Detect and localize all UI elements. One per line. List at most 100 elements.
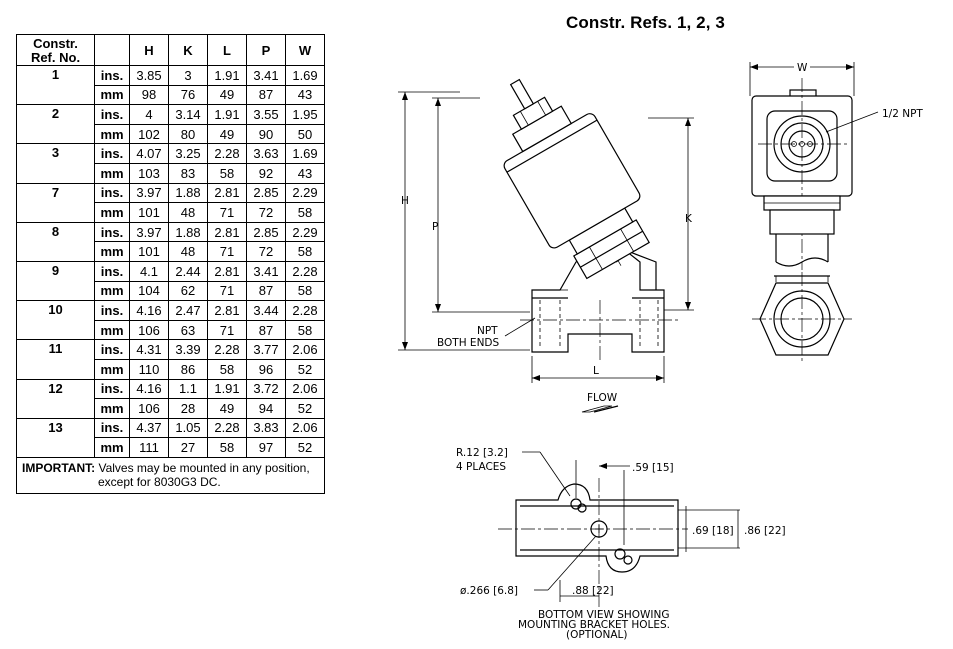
dimension-value: 2.28 [207,417,247,439]
header-h: H [129,34,169,66]
dimension-value: 2.28 [207,339,247,360]
radius-label: R.12 [3.2] [456,447,508,459]
header-constr-ref: Constr.Ref. No. [16,34,95,66]
dimension-value: 1.88 [168,182,208,204]
dim-59-label: .59 [15] [632,462,674,474]
half-npt-label: 1/2 NPT [882,108,923,120]
unit-label: mm [94,241,130,262]
dimension-value: 58 [207,162,247,184]
dimension-value: 90 [246,123,286,145]
dimension-value: 58 [285,241,325,262]
unit-label: ins. [94,65,130,86]
note-label: IMPORTANT: [22,460,96,475]
dimension-value: 2.29 [285,221,325,243]
dimension-value: 58 [285,280,325,302]
constr-ref-number: 12 [16,378,95,399]
unit-label: ins. [94,143,130,164]
unit-label: ins. [94,221,130,243]
side-view: H P K [398,78,694,413]
header-unit [94,34,130,66]
dimension-value: 83 [168,162,208,184]
dimension-value: 101 [129,241,169,262]
dimension-value: 1.91 [207,378,247,400]
table-header-row: Constr.Ref. No. H K L P W [16,34,325,66]
header-ref-line1: Constr. [33,36,78,51]
unit-label: ins. [94,104,130,125]
dimension-value: 3.41 [246,260,286,282]
bottom-view: .59 [15] .69 [18] .86 [22] R.12 [3.2] 4 … [456,447,786,641]
npt-both-ends-label: BOTH ENDS [437,337,500,349]
dimension-value: 2.81 [207,221,247,243]
header-ref-line2: Ref. No. [30,50,81,65]
dim-w-label: W [797,62,808,74]
dim-p-label: P [432,221,438,233]
hole-diameter-label: ø.266 [6.8] [460,585,518,597]
dim-88-label: .88 [22] [572,585,614,597]
dimension-value: 49 [207,84,247,106]
important-note: IMPORTANT: Valves may be mounted in any … [16,456,325,494]
unit-label: mm [94,162,130,184]
dimension-value: 87 [246,280,286,302]
table-note-row: IMPORTANT: Valves may be mounted in any … [16,456,325,494]
dimension-value: 50 [285,123,325,145]
unit-label: mm [94,202,130,223]
dimension-value: 87 [246,319,286,341]
header-w: W [285,34,325,66]
dimension-value: 106 [129,398,169,419]
bottom-view-caption-1: BOTTOM VIEW SHOWING [538,609,670,621]
dimension-value: 2.06 [285,378,325,400]
constr-ref-number: 11 [16,339,95,360]
header-k: K [168,34,208,66]
dimension-value: 3.44 [246,300,286,321]
npt-label: NPT [477,325,498,337]
bottom-view-caption-2: MOUNTING BRACKET HOLES. [518,619,670,631]
dimension-value: 76 [168,84,208,106]
header-p: P [246,34,286,66]
unit-label: mm [94,319,130,341]
dimension-value: 52 [285,398,325,419]
dimension-value: 2.47 [168,300,208,321]
dimension-value: 58 [207,358,247,380]
dimension-value: 2.28 [285,300,325,321]
note-line2: except for 8030G3 DC. [98,474,221,489]
dimension-value: 1.95 [285,104,325,125]
dimension-value: 2.81 [207,300,247,321]
constr-ref-number: 10 [16,300,95,321]
dimension-value: 48 [168,241,208,262]
dimension-value: 52 [285,358,325,380]
note-line1: Valves may be mounted in any position, [98,460,310,475]
dimension-value: 3.63 [246,143,286,164]
dimension-value: 92 [246,162,286,184]
dimension-value: 2.28 [207,143,247,164]
dim-l-label: L [593,365,599,377]
radius-places-label: 4 PLACES [456,461,506,473]
unit-label: mm [94,358,130,380]
bottom-view-caption-3: (OPTIONAL) [566,629,627,641]
dimension-value: 2.06 [285,339,325,360]
dimension-value: 4.07 [129,143,169,164]
dimension-value: 3.97 [129,182,169,204]
dimension-value: 1.91 [207,65,247,86]
dimension-value: 98 [129,84,169,106]
dimension-value: 71 [207,280,247,302]
dimension-value: 3.14 [168,104,208,125]
dimension-value: 106 [129,319,169,341]
dimension-value: 2.81 [207,182,247,204]
drawing-title: Constr. Refs. 1, 2, 3 [566,13,725,32]
front-view: W 1/2 NPT [749,60,923,270]
dim-k-label: K [685,213,693,225]
dimension-value: 3.77 [246,339,286,360]
